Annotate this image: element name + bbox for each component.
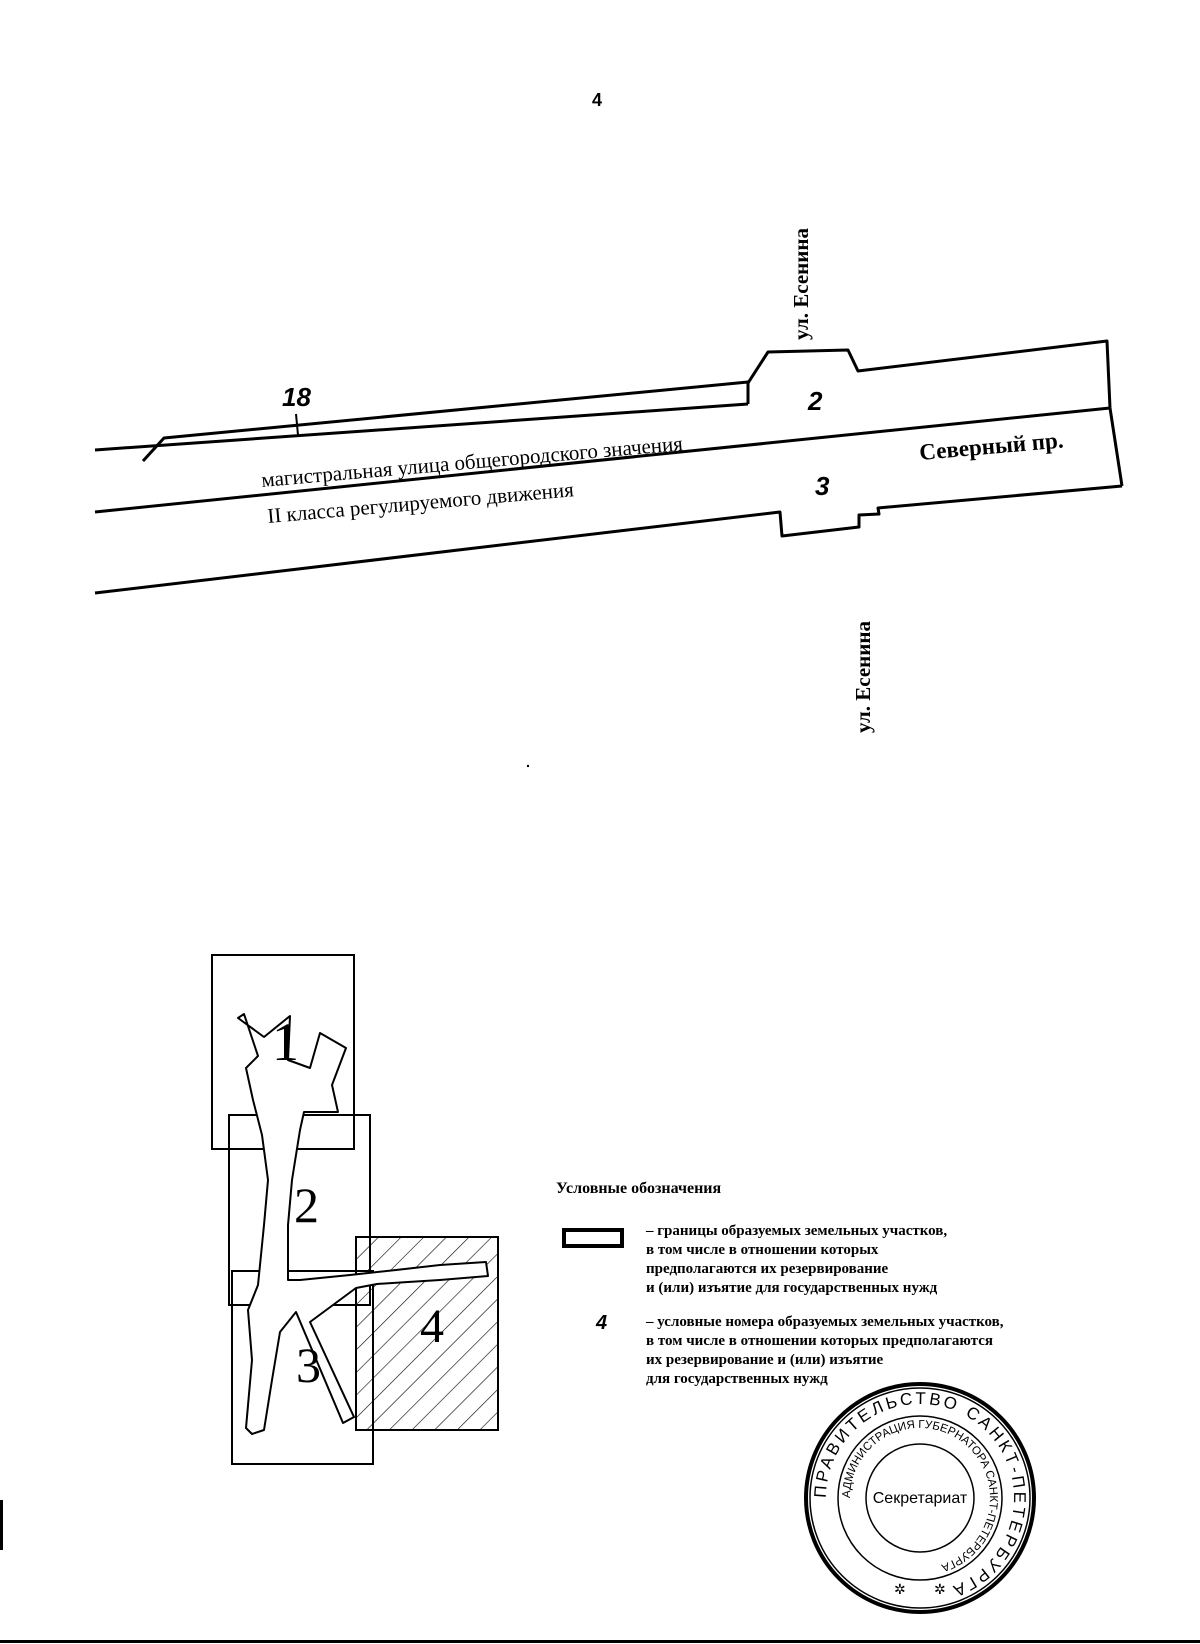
road-north-edge bbox=[94, 402, 749, 452]
legend-number-row: – условные номера образуемых земельных у… bbox=[646, 1313, 1004, 1389]
official-stamp: ПРАВИТЕЛЬСТВО САНКТ-ПЕТЕРБУРГА АДМИНИСТР… bbox=[804, 1382, 1036, 1614]
parcel-label-2: 2 bbox=[807, 386, 823, 416]
road-plan: 18 2 3 Северный пр. магистральная улица … bbox=[94, 228, 1124, 768]
legend-title: Условные обозначения bbox=[556, 1180, 722, 1197]
legend-boundary-row: – границы образуемых земельных участков,… bbox=[646, 1222, 947, 1298]
edge-mark bbox=[0, 1500, 3, 1550]
street-label-top: ул. Есенина bbox=[789, 228, 813, 340]
street-label-bottom: ул. Есенина bbox=[851, 621, 875, 733]
road-label-line1: магистральная улица общегородского значе… bbox=[260, 431, 684, 492]
parcel-label-18: 18 bbox=[282, 382, 311, 412]
key-map-sheet-1: 1 bbox=[272, 1012, 299, 1072]
legend-boundary-text: – границы образуемых земельных участков,… bbox=[646, 1223, 948, 1296]
legend-boundary-swatch bbox=[562, 1228, 624, 1248]
stamp-center: Секретариат bbox=[873, 1490, 968, 1507]
sheet-3-frame bbox=[231, 1270, 374, 1465]
key-map: 1 2 3 4 bbox=[211, 954, 499, 1465]
key-map-sheet-4: 4 bbox=[420, 1300, 444, 1353]
plan-east-edge bbox=[1108, 407, 1124, 487]
key-map-sheet-2: 2 bbox=[294, 1177, 319, 1233]
speck bbox=[526, 764, 530, 768]
bottom-border-line bbox=[0, 1640, 1200, 1643]
legend-number-text: – условные номера образуемых земельных у… bbox=[646, 1314, 1004, 1387]
parcel-2-boundary bbox=[746, 339, 1112, 409]
key-map-sheet-3: 3 bbox=[296, 1337, 321, 1393]
parcel-18-leader bbox=[295, 413, 299, 436]
parcel-2-3-divider bbox=[94, 406, 1111, 514]
page-number: 4 bbox=[592, 90, 603, 110]
parcel-label-3: 3 bbox=[815, 471, 830, 501]
parcel-3-boundary bbox=[94, 484, 1123, 595]
avenue-label: Северный пр. bbox=[918, 427, 1064, 465]
parcel-outline-main bbox=[237, 1013, 489, 1435]
stamp-star-glyph: ✲ bbox=[934, 1582, 946, 1598]
legend-number-swatch: 4 bbox=[596, 1312, 608, 1334]
stamp-star-glyph: ✲ bbox=[894, 1582, 906, 1598]
